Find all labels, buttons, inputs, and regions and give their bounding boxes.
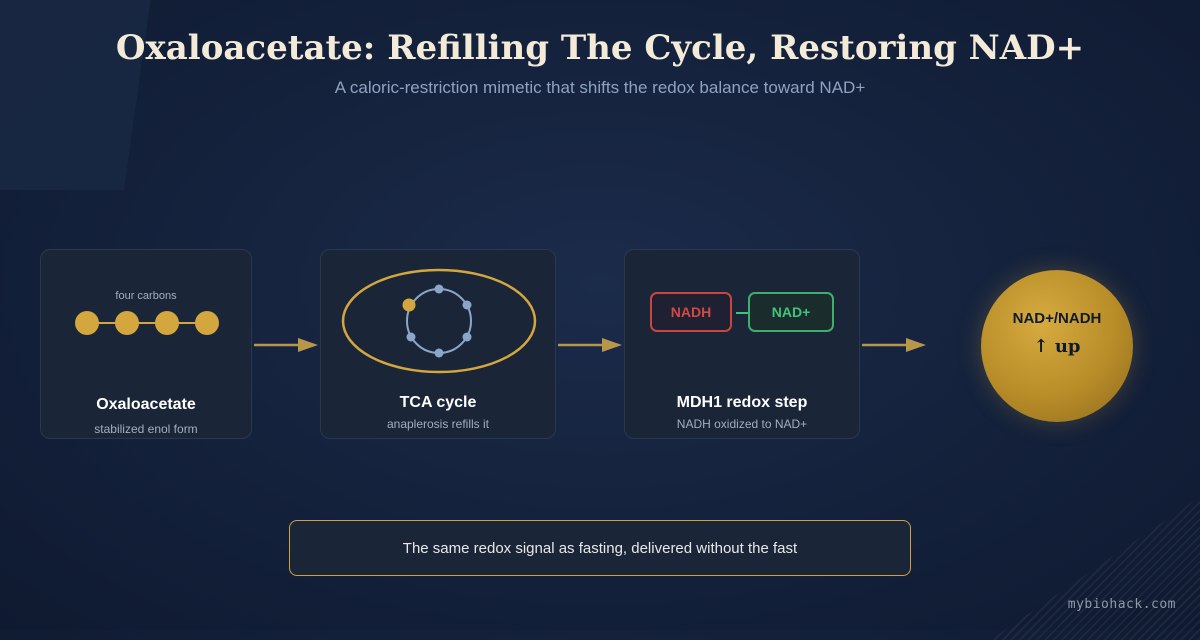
oxaloacetate-card: four carbons Oxaloacetate stabilized eno… bbox=[40, 249, 252, 439]
page-subtitle: A caloric-restriction mimetic that shift… bbox=[334, 78, 866, 97]
oxaloacetate-title: Oxaloacetate bbox=[96, 396, 196, 413]
oxaloacetate-entry-dot bbox=[402, 298, 416, 312]
arrow-right-icon bbox=[558, 338, 622, 352]
carbon-atom bbox=[195, 311, 219, 335]
nadh-pill: NADH bbox=[650, 292, 732, 332]
site-watermark: mybiohack.com bbox=[1067, 597, 1176, 612]
nad-ratio-orb: NAD+/NADH ↑ up bbox=[981, 270, 1133, 422]
nad-ratio-label: NAD+/NADH bbox=[1012, 310, 1102, 327]
redox-connector bbox=[736, 312, 748, 314]
tca-cycle-subtitle: anaplerosis refills it bbox=[386, 417, 490, 431]
mdh1-card: MDH1 redox step NADH oxidized to NAD+ bbox=[624, 249, 860, 439]
page-title: Oxaloacetate: Refilling The Cycle, Resto… bbox=[115, 28, 1085, 68]
nad-ratio-value: ↑ up bbox=[1033, 336, 1081, 357]
tca-cycle-icon bbox=[341, 268, 537, 374]
carbon-atom bbox=[155, 311, 179, 335]
tca-cycle-card: TCA cycle anaplerosis refills it bbox=[320, 249, 556, 439]
arrow-right-icon bbox=[254, 338, 318, 352]
mdh1-title: MDH1 redox step bbox=[676, 394, 808, 411]
carbon-count-caption: four carbons bbox=[115, 290, 177, 302]
nad-plus-pill: NAD+ bbox=[748, 292, 834, 332]
oxaloacetate-subtitle: stabilized enol form bbox=[94, 422, 198, 436]
tca-cycle-title: TCA cycle bbox=[399, 394, 477, 411]
carbon-chain-icon bbox=[75, 311, 219, 335]
summary-banner: The same redox signal as fasting, delive… bbox=[289, 520, 911, 576]
background-texture-bottom-right bbox=[990, 490, 1200, 640]
carbon-atom bbox=[115, 311, 139, 335]
mdh1-subtitle: NADH oxidized to NAD+ bbox=[676, 417, 808, 431]
carbon-atom bbox=[75, 311, 99, 335]
arrow-right-icon bbox=[862, 338, 926, 352]
